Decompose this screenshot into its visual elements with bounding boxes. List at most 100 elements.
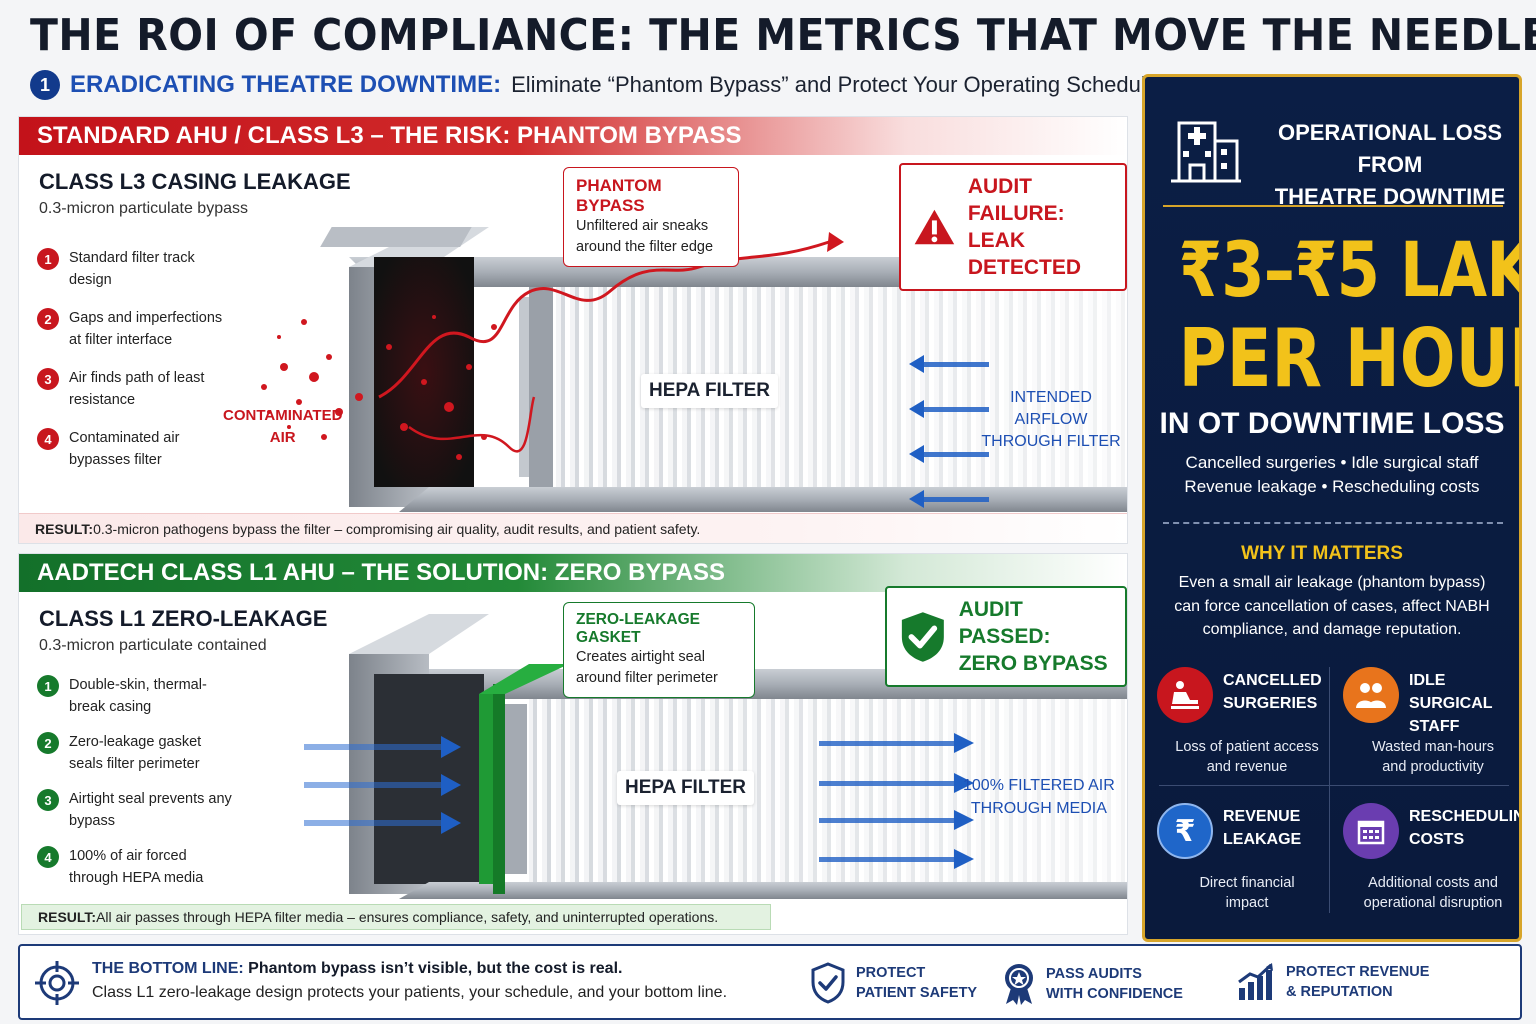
calendar-icon xyxy=(1343,803,1399,859)
airflow-line: THROUGH MEDIA xyxy=(970,800,1107,817)
tile-title: RESCHEDULING xyxy=(1409,808,1519,825)
risk-title: CLASS L3 CASING LEAKAGE xyxy=(39,169,351,194)
tile-title: CANCELLED xyxy=(1223,672,1322,689)
badge-line: PATIENT SAFETY xyxy=(856,985,978,1001)
risk-step: 3 Air finds path of least resistance xyxy=(37,367,237,411)
sidebar-heading-line: THEATRE DOWNTIME xyxy=(1274,184,1506,209)
l1-ahu-diagram xyxy=(304,614,1127,899)
risk-panel: STANDARD AHU / CLASS L3 – THE RISK: PHAN… xyxy=(18,116,1128,544)
solution-step: 1 Double-skin, thermal-break casing xyxy=(37,674,237,718)
contaminated-line: AIR xyxy=(269,429,296,446)
solution-step: 2 Zero-leakage gasket seals filter perime… xyxy=(37,731,237,775)
sidebar-heading-line: OPERATIONAL LOSS FROM xyxy=(1277,120,1503,177)
solution-band: AADTECH CLASS L1 AHU – THE SOLUTION: ZER… xyxy=(19,554,1127,592)
section-heading: ERADICATING THEATRE DOWNTIME: xyxy=(70,71,502,98)
audit-line: LEAK DETECTED xyxy=(967,229,1082,279)
result-label: RESULT: xyxy=(38,909,97,925)
tile-divider-horizontal xyxy=(1159,785,1509,786)
why-text: Even a small air leakage (phantom bypass… xyxy=(1174,574,1490,638)
impact-tile-idle-staff: IDLE SURGICAL STAFF Wasted man-hours and p… xyxy=(1343,667,1519,775)
audit-line: AUDIT PASSED: xyxy=(958,598,1051,648)
audit-line: AUDIT FAILURE: xyxy=(967,175,1065,225)
tile-desc: Wasted man-hours xyxy=(1372,739,1494,755)
bottom-line-strong: THE BOTTOM LINE: xyxy=(92,960,244,977)
gold-divider xyxy=(1163,205,1503,207)
bottom-line-desc: Class L1 zero-leakage design protects yo… xyxy=(92,984,728,1001)
audit-line: ZERO BYPASS xyxy=(958,652,1108,675)
cancelled-surgery-icon xyxy=(1157,667,1213,723)
solution-steps: 1 Double-skin, thermal-break casing 2 Zero… xyxy=(37,674,237,902)
gasket-callout: ZERO-LEAKAGE GASKET Creates airtight sea… xyxy=(563,602,755,698)
rupee-icon: ₹ xyxy=(1157,803,1213,859)
tile-title: SURGERIES xyxy=(1223,695,1318,712)
tile-title: COSTS xyxy=(1409,831,1465,848)
badge-line: & REPUTATION xyxy=(1286,984,1393,1000)
step-number: 1 xyxy=(37,248,59,270)
solution-subtitle: 0.3-micron particulate contained xyxy=(39,637,267,654)
contaminated-air-label: CONTAMINATED AIR xyxy=(223,405,342,449)
phantom-bypass-callout: PHANTOM BYPASS Unfiltered air sneaks aro… xyxy=(563,167,739,267)
solution-panel: AADTECH CLASS L1 AHU – THE SOLUTION: ZER… xyxy=(18,553,1128,935)
airflow-line: 100% FILTERED AIR xyxy=(963,777,1115,794)
section-number-badge: 1 xyxy=(30,70,60,100)
tile-divider-vertical xyxy=(1329,667,1330,913)
tile-title: REVENUE xyxy=(1223,808,1301,825)
why-heading: WHY IT MATTERS xyxy=(1241,543,1403,564)
sidebar-heading: OPERATIONAL LOSS FROM THEATRE DOWNTIME xyxy=(1265,117,1515,213)
step-text: Zero-leakage gasket seals filter perimet… xyxy=(69,734,202,772)
callout-heading: ZERO-LEAKAGE GASKET xyxy=(576,611,700,646)
badge-line: PROTECT xyxy=(856,965,926,981)
tile-title: STAFF xyxy=(1409,718,1460,735)
loss-factor-line: Cancelled surgeries • Idle surgical staf… xyxy=(1185,453,1479,472)
hospital-icon xyxy=(1171,121,1241,183)
solution-result: RESULT: All air passes through HEPA filt… xyxy=(21,904,771,930)
idle-staff-icon xyxy=(1343,667,1399,723)
page-title: THE ROI OF COMPLIANCE: THE METRICS THAT … xyxy=(30,10,1536,61)
contaminated-line: CONTAMINATED xyxy=(223,407,343,424)
step-text: Double-skin, thermal-break casing xyxy=(69,677,207,715)
step-text: Air finds path of least resistance xyxy=(69,370,205,408)
step-number: 3 xyxy=(37,789,59,811)
target-icon xyxy=(35,961,79,1005)
airflow-line: INTENDED AIRFLOW xyxy=(1010,389,1092,428)
badge-protect-revenue: PROTECT REVENUE & REPUTATION xyxy=(1236,962,1429,1002)
risk-band: STANDARD AHU / CLASS L3 – THE RISK: PHAN… xyxy=(19,117,1127,155)
tile-desc: and productivity xyxy=(1382,759,1484,775)
bottom-line-heading: THE BOTTOM LINE: Phantom bypass isn’t vi… xyxy=(92,960,622,978)
impact-tile-rescheduling: RESCHEDULINGCOSTS Additional costs andop… xyxy=(1343,803,1519,911)
risk-subtitle: 0.3-micron particulate bypass xyxy=(39,200,248,217)
callout-line: Unfiltered air sneaks xyxy=(576,218,709,234)
downtime-loss-sidebar: OPERATIONAL LOSS FROM THEATRE DOWNTIME ₹… xyxy=(1142,74,1522,942)
loss-caption: IN OT DOWNTIME LOSS xyxy=(1159,407,1505,440)
intended-airflow-label: INTENDED AIRFLOW THROUGH FILTER xyxy=(975,387,1127,453)
badge-line: PROTECT REVENUE xyxy=(1286,964,1430,980)
badge-patient-safety: PROTECT PATIENT SAFETY xyxy=(810,962,977,1004)
callout-line: around the filter edge xyxy=(576,239,714,255)
solution-step: 3 Airtight seal prevents any bypass xyxy=(37,788,237,832)
section-header: 1 ERADICATING THEATRE DOWNTIME: Eliminat… xyxy=(30,70,1158,100)
loss-factors: Cancelled surgeries • Idle surgical staf… xyxy=(1145,451,1519,499)
tile-desc: Additional costs and xyxy=(1368,875,1498,891)
step-number: 1 xyxy=(37,675,59,697)
step-number: 2 xyxy=(37,732,59,754)
loss-rate: PER HOUR xyxy=(1178,312,1522,405)
step-number: 4 xyxy=(37,428,59,450)
step-text: Airtight seal prevents any bypass xyxy=(69,791,232,829)
step-number: 4 xyxy=(37,846,59,868)
bottom-line-rest: Phantom bypass isn’t visible, but the co… xyxy=(243,960,623,977)
shield-check-icon xyxy=(901,611,944,662)
airflow-line: THROUGH FILTER xyxy=(981,433,1121,450)
callout-line: around filter perimeter xyxy=(576,670,718,686)
step-number: 2 xyxy=(37,308,59,330)
result-text: 0.3-micron pathogens bypass the filter –… xyxy=(93,520,701,537)
tile-title: IDLE SURGICAL xyxy=(1409,672,1493,712)
step-number: 3 xyxy=(37,368,59,390)
section-subheading: Eliminate “Phantom Bypass” and Protect Y… xyxy=(511,72,1159,97)
